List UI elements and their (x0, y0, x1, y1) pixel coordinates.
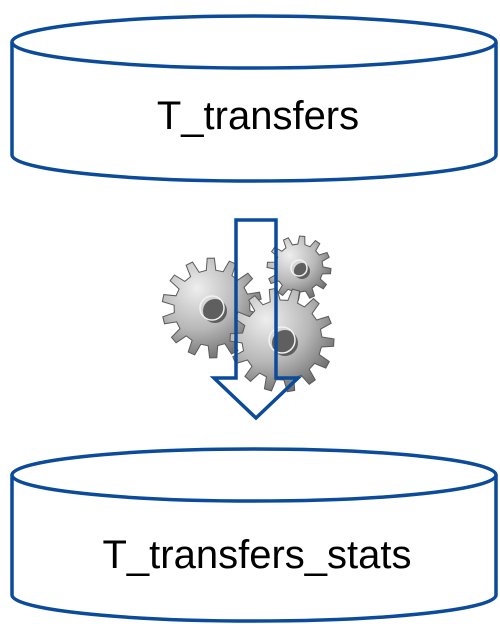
database-cylinder-icon (10, 475, 498, 623)
gear-small (266, 235, 332, 301)
target-cylinder-top (10, 447, 498, 503)
source-table-label: T_transfers (157, 94, 359, 138)
database-cylinder-icon (10, 42, 498, 183)
source-table-cylinder: T_transfers (10, 14, 498, 183)
target-table-cylinder: T_transfers_stats (10, 447, 498, 623)
target-table-label: T_transfers_stats (102, 533, 411, 577)
gears-icon (161, 235, 335, 393)
down-arrow-icon (209, 218, 303, 421)
source-cylinder-top (10, 14, 498, 70)
gear-right (229, 287, 335, 393)
